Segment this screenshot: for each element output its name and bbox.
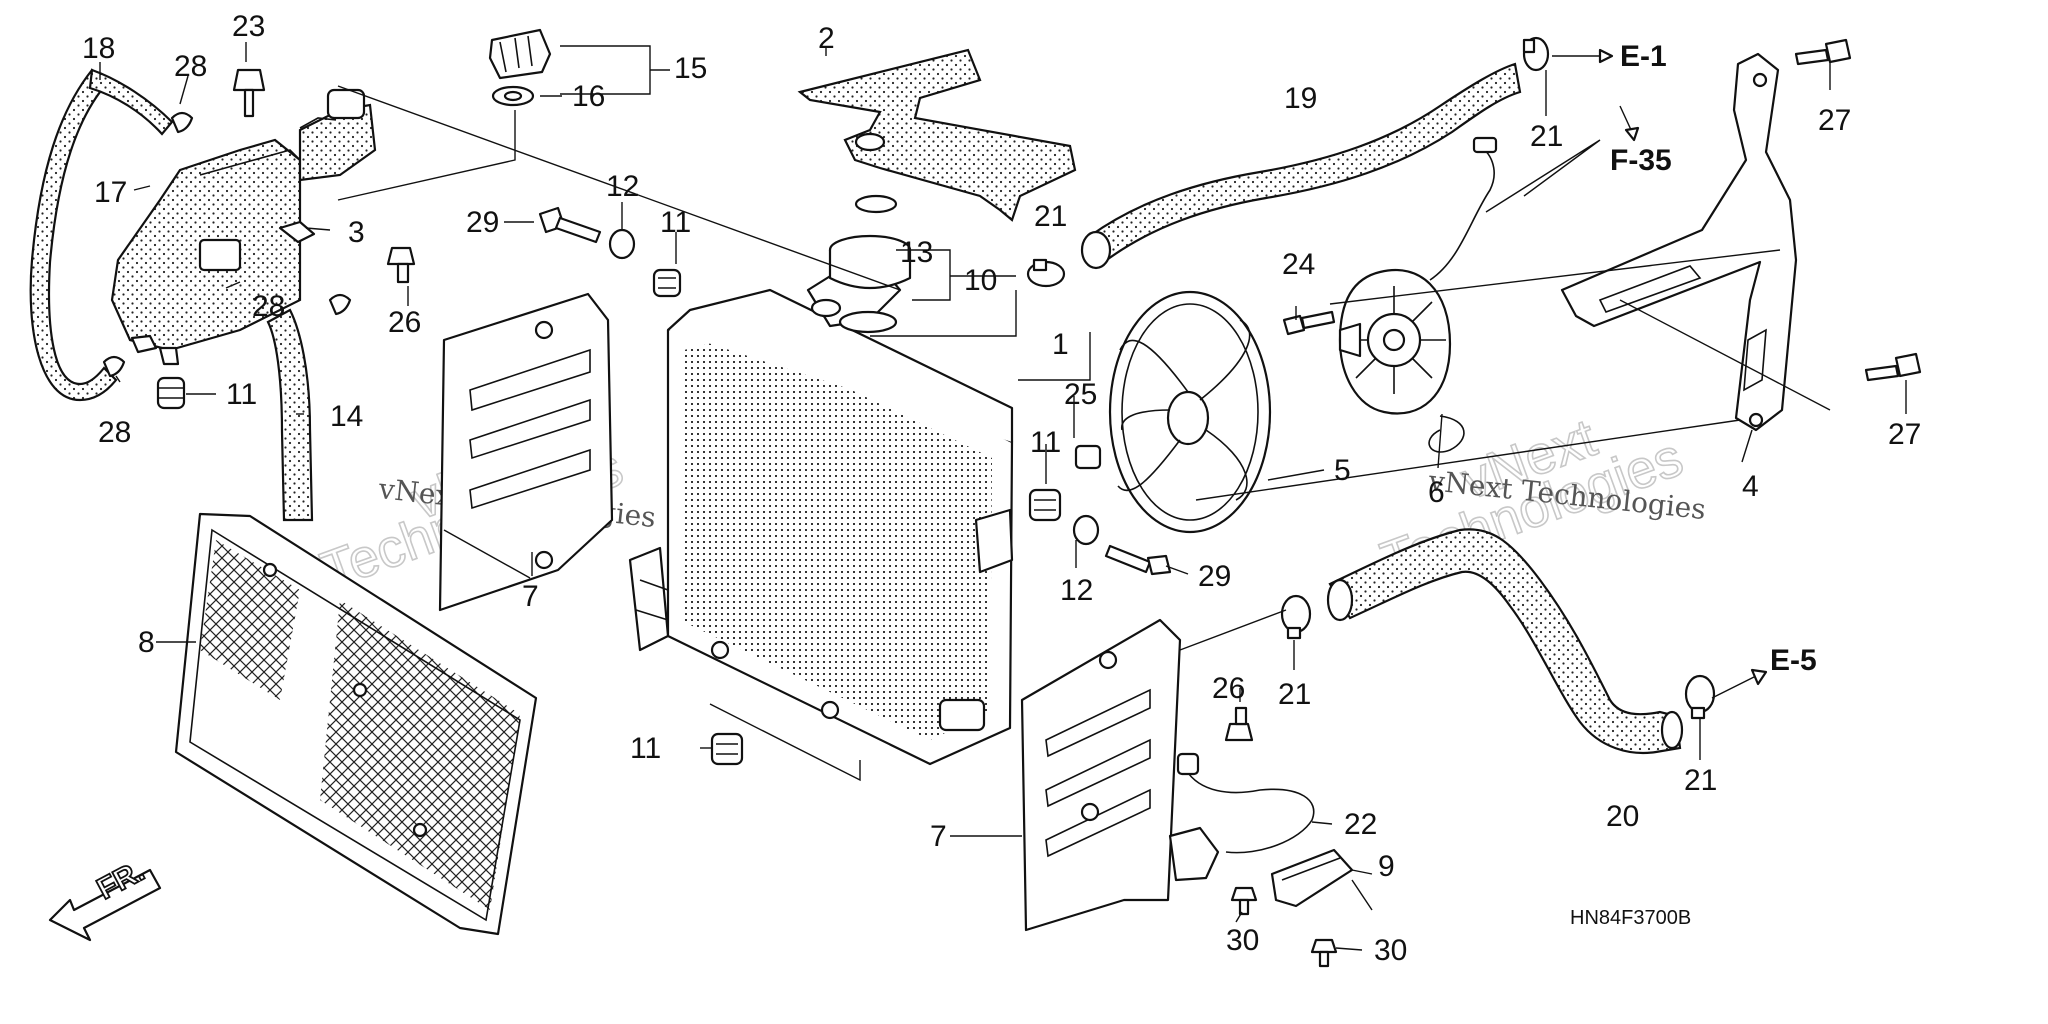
bolt-26-left <box>386 246 416 284</box>
clips-28 <box>102 111 352 378</box>
callout-21-low: 21 <box>1684 764 1717 797</box>
callout-30-left: 30 <box>1226 924 1259 957</box>
overflow-tube-18 <box>29 68 174 402</box>
cooling-fan-5 <box>1108 290 1272 534</box>
callout-15: 15 <box>674 52 707 85</box>
callout-28-low: 28 <box>98 416 131 449</box>
fan-motor-6 <box>1338 136 1498 453</box>
grommet-11-mid <box>1028 488 1062 522</box>
diagram-code: HN84F3700B <box>1570 907 1691 929</box>
reserve-tank <box>110 138 302 366</box>
callout-14: 14 <box>330 400 363 433</box>
nut-25 <box>1074 444 1102 470</box>
breather-tube-14 <box>266 308 314 522</box>
bolt-29-lower <box>1104 544 1172 576</box>
washer-12-upper <box>608 228 636 260</box>
callout-22: 22 <box>1344 808 1377 841</box>
callout-7-left: 7 <box>522 580 539 613</box>
callout-2: 2 <box>818 22 835 55</box>
callout-27-top: 27 <box>1818 104 1851 137</box>
callout-12-upper: 12 <box>606 170 639 203</box>
shroud-right-7 <box>1020 618 1182 932</box>
bolt-29-upper <box>538 206 602 244</box>
callout-8: 8 <box>138 626 155 659</box>
bolt-26-right <box>1224 706 1254 742</box>
leader-lines <box>99 42 1907 951</box>
reference-e5: E-5 <box>1770 644 1817 677</box>
callout-23: 23 <box>232 10 265 43</box>
callout-21-hose: 21 <box>1034 200 1067 233</box>
callout-9: 9 <box>1378 850 1395 883</box>
reference-f35: F-35 <box>1610 144 1672 177</box>
radiator-core-1 <box>628 264 1014 766</box>
washer-12-lower <box>1072 514 1100 546</box>
callout-5: 5 <box>1334 454 1351 487</box>
bolt-24 <box>1282 310 1336 336</box>
callout-28-mid: 28 <box>252 290 285 323</box>
callout-26-right: 26 <box>1212 672 1245 705</box>
callout-3: 3 <box>348 216 365 249</box>
callout-17: 17 <box>94 176 127 209</box>
callout-11-tank: 11 <box>226 378 257 411</box>
grommet-11-lower <box>710 732 744 766</box>
callout-18: 18 <box>82 32 115 65</box>
callout-13: 13 <box>900 236 933 269</box>
reference-arrows <box>1552 48 1768 699</box>
callout-20: 20 <box>1606 800 1639 833</box>
callout-11-upper: 11 <box>660 206 691 239</box>
fan-bracket-4 <box>1560 52 1798 432</box>
reference-codes: E-1 F-35 E-5 <box>1610 40 1817 677</box>
callout-29-lower: 29 <box>1198 560 1231 593</box>
callout-24: 24 <box>1282 248 1315 281</box>
callout-27-right: 27 <box>1888 418 1921 451</box>
callout-28-top: 28 <box>174 50 207 83</box>
callout-12-lower: 12 <box>1060 574 1093 607</box>
callout-19: 19 <box>1284 82 1317 115</box>
cover-plate-2 <box>797 48 1077 222</box>
callout-29-upper: 29 <box>466 206 499 239</box>
callout-26-left: 26 <box>388 306 421 339</box>
bolt-23 <box>232 68 266 118</box>
callout-21-mid: 21 <box>1278 678 1311 711</box>
radiator-cap-15 <box>488 28 552 107</box>
callout-21-top: 21 <box>1530 120 1563 153</box>
front-direction-arrow: FR. <box>48 853 162 942</box>
radiator-screen-8 <box>174 512 538 936</box>
callout-30-right: 30 <box>1374 934 1407 967</box>
clip-3 <box>278 220 316 244</box>
bolts-27 <box>1794 38 1922 382</box>
callout-10: 10 <box>964 264 997 297</box>
callout-6: 6 <box>1428 476 1445 509</box>
reference-e1: E-1 <box>1620 40 1667 73</box>
callout-11-mid: 11 <box>1030 426 1061 459</box>
screws-30 <box>1230 886 1338 968</box>
clamp-21-hose <box>1026 258 1066 288</box>
reserve-tank-cap-neck <box>298 88 377 182</box>
pressure-cap-13 <box>828 194 912 334</box>
callout-7-right: 7 <box>930 820 947 853</box>
callouts: 1 2 3 4 5 6 7 7 8 9 10 11 11 11 11 12 12… <box>82 10 1921 967</box>
fan-switch-22 <box>1168 752 1315 882</box>
relay-9 <box>1270 848 1354 908</box>
callout-1: 1 <box>1052 328 1069 361</box>
clamp-21-top <box>1522 36 1550 72</box>
callout-4: 4 <box>1742 470 1759 503</box>
callout-25: 25 <box>1064 378 1097 411</box>
callout-11-lower: 11 <box>630 732 661 765</box>
upper-hose-19 <box>1080 62 1522 270</box>
callout-16: 16 <box>572 80 605 113</box>
clamp-21-mid <box>1280 594 1312 640</box>
grommet-11-tank <box>156 376 186 410</box>
hose-clamps-21 <box>1026 36 1716 720</box>
shroud-left-7 <box>438 292 614 612</box>
lower-hose-20 <box>1326 528 1684 755</box>
clamp-21-low <box>1684 674 1716 720</box>
grommet-11-upper <box>652 268 682 298</box>
